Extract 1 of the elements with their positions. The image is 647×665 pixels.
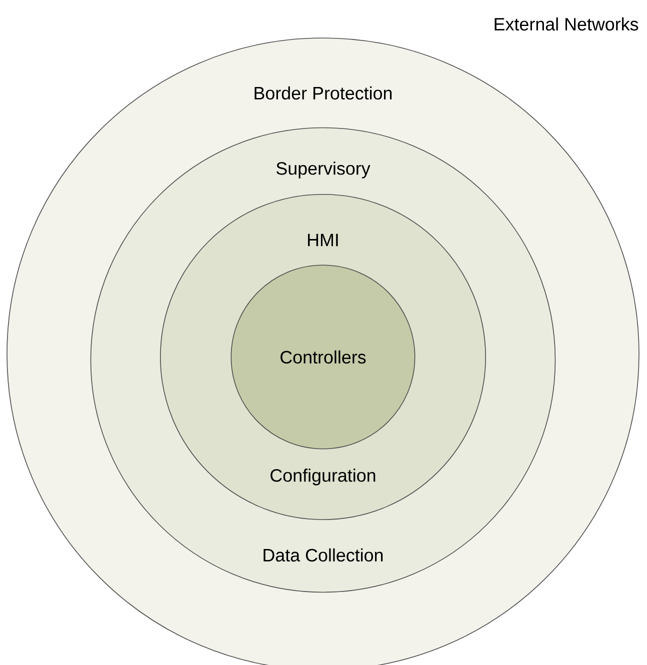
zone-label: External Networks [494,17,638,31]
